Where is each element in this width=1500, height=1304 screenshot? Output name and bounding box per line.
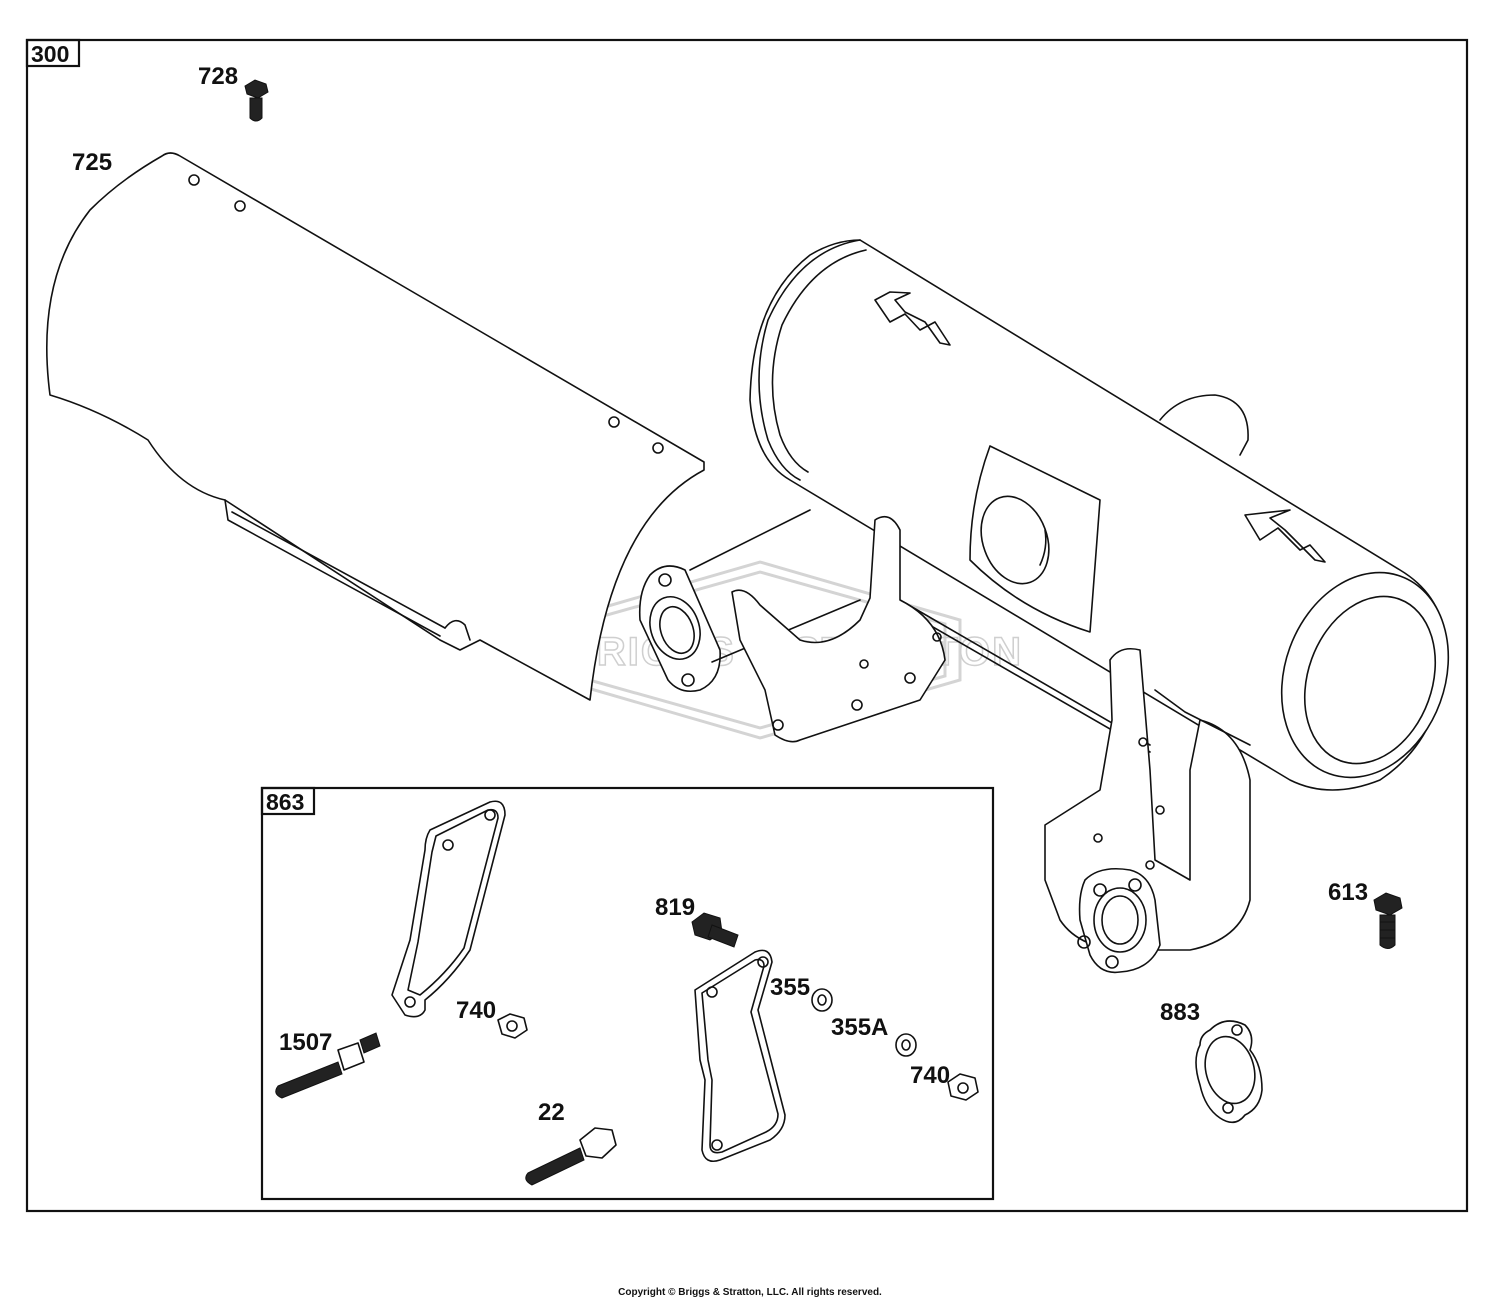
part-label-883: 883 xyxy=(1160,999,1200,1026)
part-label-725: 725 xyxy=(72,149,112,176)
heat-shield-725 xyxy=(46,152,705,701)
inset-label: 863 xyxy=(266,789,304,815)
nut-740-right xyxy=(947,1073,979,1101)
bolt-613 xyxy=(1373,892,1403,949)
outer-frame xyxy=(25,38,1469,1213)
gasket-883 xyxy=(1195,1020,1263,1124)
part-label-355a: 355A xyxy=(831,1014,888,1041)
bolt-819 xyxy=(691,912,739,948)
bolt-22 xyxy=(525,1127,617,1186)
lock-washer-355a xyxy=(895,1033,917,1057)
part-label-728: 728 xyxy=(198,63,238,90)
washer-355 xyxy=(811,988,833,1012)
bracket-left xyxy=(391,800,506,1018)
part-label-355: 355 xyxy=(770,974,810,1001)
muffler-inlet-pipes xyxy=(638,509,1251,974)
part-label-613: 613 xyxy=(1328,879,1368,906)
nut-740-left xyxy=(497,1013,528,1039)
stud-1507 xyxy=(275,1032,381,1099)
bolt-728 xyxy=(244,79,269,122)
part-label-22: 22 xyxy=(538,1099,565,1126)
copyright-text: Copyright © Briggs & Stratton, LLC. All … xyxy=(618,1287,882,1298)
part-label-740-left: 740 xyxy=(456,997,496,1024)
part-label-1507: 1507 xyxy=(279,1029,332,1056)
inset-frame xyxy=(260,786,995,1201)
bracket-right xyxy=(694,949,786,1163)
muffler-body xyxy=(749,239,1450,791)
frame-label-box xyxy=(25,38,81,68)
part-label-740-right: 740 xyxy=(910,1062,950,1089)
inset-label-box xyxy=(260,786,316,816)
frame-label: 300 xyxy=(31,41,69,67)
part-label-819: 819 xyxy=(655,894,695,921)
